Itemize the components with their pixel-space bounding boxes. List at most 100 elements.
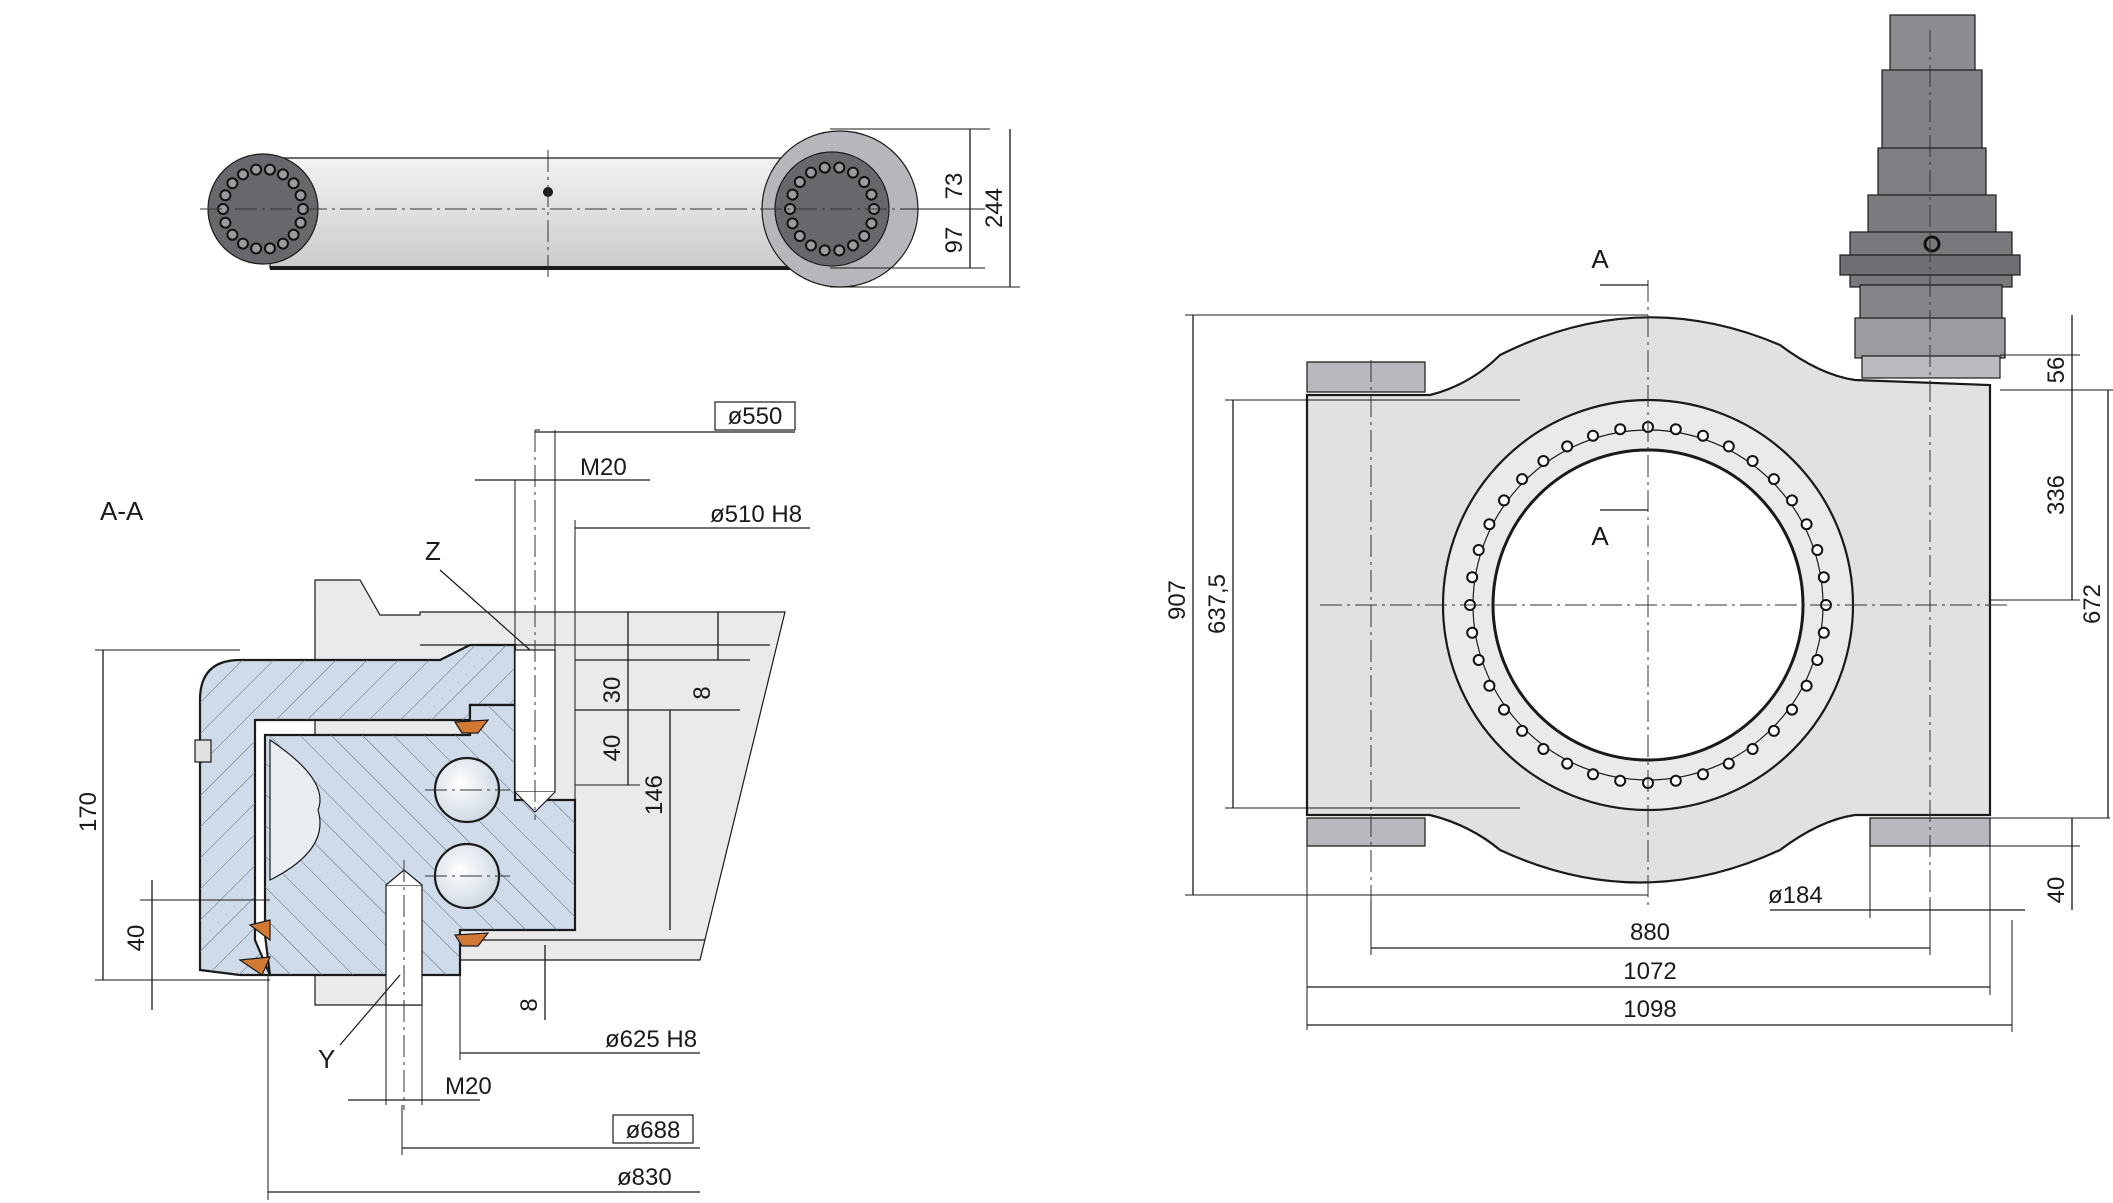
bolt-hole (1722, 440, 1735, 453)
bolt-hole (786, 188, 799, 201)
bolt-hole (847, 166, 859, 179)
bolt-hole (1561, 757, 1574, 770)
bolt-hole (805, 166, 817, 179)
gear-cutout (269, 738, 321, 881)
bolt-hole (865, 217, 878, 230)
dim-73: 73 (941, 173, 968, 200)
bolt-hole (277, 168, 289, 181)
bolt-hole (1722, 757, 1735, 770)
dim-336: 336 (2043, 475, 2070, 515)
dim-40-inner: 40 (599, 735, 626, 762)
bolt-hole (1587, 768, 1599, 781)
bolt-hole (1800, 518, 1813, 531)
bolt-hole (287, 177, 300, 190)
front-view: A A 907 637,5 56 336 672 40 ø184 88 (1164, 14, 2113, 1032)
foot-bottom-left (1306, 817, 1426, 847)
bolt-hole (818, 161, 831, 174)
dim-8-top: 8 (689, 686, 716, 699)
bolt-hole (1561, 440, 1574, 453)
bolt-hole (287, 228, 300, 241)
section-arrow-a-bottom: A (1591, 521, 1609, 551)
bolt-hole (1498, 494, 1510, 507)
bolt-hole (833, 161, 846, 174)
dim-688: ø688 (626, 1117, 681, 1144)
bolt-hole (219, 216, 232, 229)
bolt-hole (226, 177, 239, 190)
label-z: Z (425, 536, 441, 566)
section-arrow-a-top: A (1591, 244, 1609, 274)
bolt-hole (1817, 571, 1830, 584)
bolt-hole (833, 244, 846, 257)
dim-1098: 1098 (1623, 996, 1676, 1023)
bolt-hole (865, 188, 878, 201)
bolt-hole (793, 230, 806, 242)
dim-510: ø510 H8 (710, 501, 802, 528)
top-view: 73 97 244 (200, 128, 1020, 288)
bolt-hole (1498, 703, 1510, 716)
dim-56: 56 (2043, 357, 2070, 384)
bolt-hole (1817, 626, 1830, 639)
bolt-hole (250, 242, 263, 255)
dim-672: 672 (2079, 584, 2106, 624)
bolt-hole (226, 228, 239, 241)
dim-244: 244 (981, 188, 1008, 228)
bolt-hole (1483, 518, 1496, 531)
bolt-hole (1746, 743, 1759, 755)
bolt-hole (818, 244, 831, 257)
bolt-hole (1811, 544, 1824, 556)
section-label: A-A (100, 496, 144, 526)
bolt-hole (1483, 679, 1496, 692)
bolt-hole (1786, 494, 1798, 507)
bolt-hole (847, 239, 859, 252)
dim-170: 170 (75, 792, 102, 832)
bolt-hole (1746, 455, 1759, 467)
bolt-hole (294, 216, 307, 229)
bolt-hole (805, 239, 817, 252)
bolt-hole (858, 176, 871, 188)
bolt-hole (1587, 429, 1599, 442)
bolt-hole (237, 237, 249, 250)
label-y: Y (318, 1044, 335, 1074)
bolt-hole (858, 230, 871, 242)
bolt-hole (237, 168, 249, 181)
dim-550: ø550 (728, 403, 783, 430)
bolt-hole (793, 176, 806, 188)
bolt-hole (1669, 423, 1682, 436)
bolt-hole (1811, 654, 1824, 666)
bolt-hole (1669, 774, 1682, 787)
dim-907: 907 (1164, 580, 1191, 620)
seal-left-2 (238, 956, 271, 976)
bolt-hole (1614, 423, 1627, 436)
bolt-hole (1472, 654, 1485, 666)
bolt-hole (1697, 768, 1709, 781)
dim-625: ø625 H8 (605, 1026, 697, 1053)
seal-top (453, 719, 490, 734)
dim-880: 880 (1630, 919, 1670, 946)
dim-637: 637,5 (1204, 574, 1231, 634)
bolt-hole (1516, 473, 1529, 486)
foot-top-left (1306, 361, 1426, 393)
seal-bottom (453, 932, 490, 947)
bolt-hole (263, 242, 276, 255)
bolt-hole (219, 189, 232, 202)
dim-m20-top: M20 (580, 454, 627, 481)
dim-97: 97 (941, 227, 968, 254)
bolt-hole (1800, 679, 1813, 692)
bolt-hole (786, 217, 799, 230)
bolt-hole (263, 163, 276, 176)
dim-1072: 1072 (1623, 958, 1676, 985)
slewing-ring-bolts (1464, 421, 1832, 789)
dim-550-box (714, 401, 796, 431)
grease-nipple (194, 739, 212, 763)
bolt-hole (294, 189, 307, 202)
dim-688-box (612, 1114, 694, 1144)
dim-8-bottom: 8 (516, 998, 543, 1011)
bolt-hole (1537, 455, 1550, 467)
bolt-hole (250, 163, 263, 176)
bolt-hole (1786, 703, 1798, 716)
bolt-hole (1466, 626, 1479, 639)
bolt-hole (1697, 429, 1709, 442)
bolt-hole (1472, 544, 1485, 556)
dim-40-right: 40 (2043, 877, 2070, 904)
